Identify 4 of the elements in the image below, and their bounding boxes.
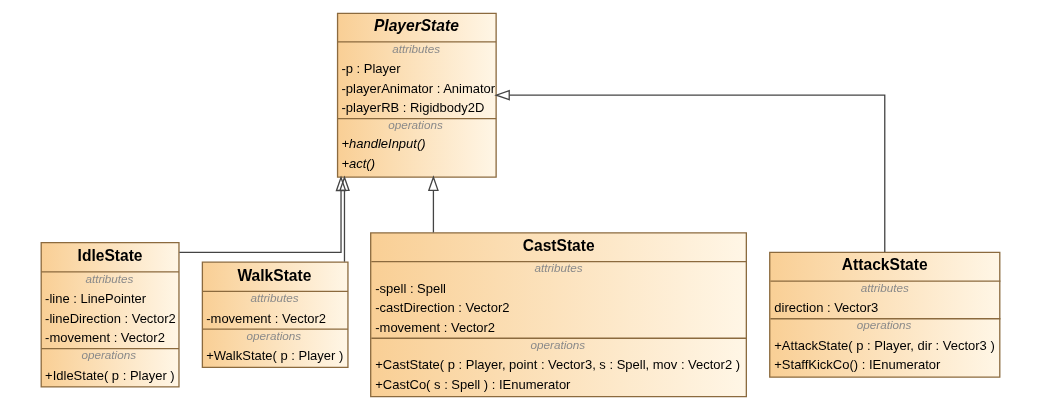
arrow bbox=[178, 175, 346, 254]
arrow bbox=[427, 175, 439, 234]
arrow bbox=[493, 89, 885, 253]
arrow bbox=[338, 175, 350, 263]
